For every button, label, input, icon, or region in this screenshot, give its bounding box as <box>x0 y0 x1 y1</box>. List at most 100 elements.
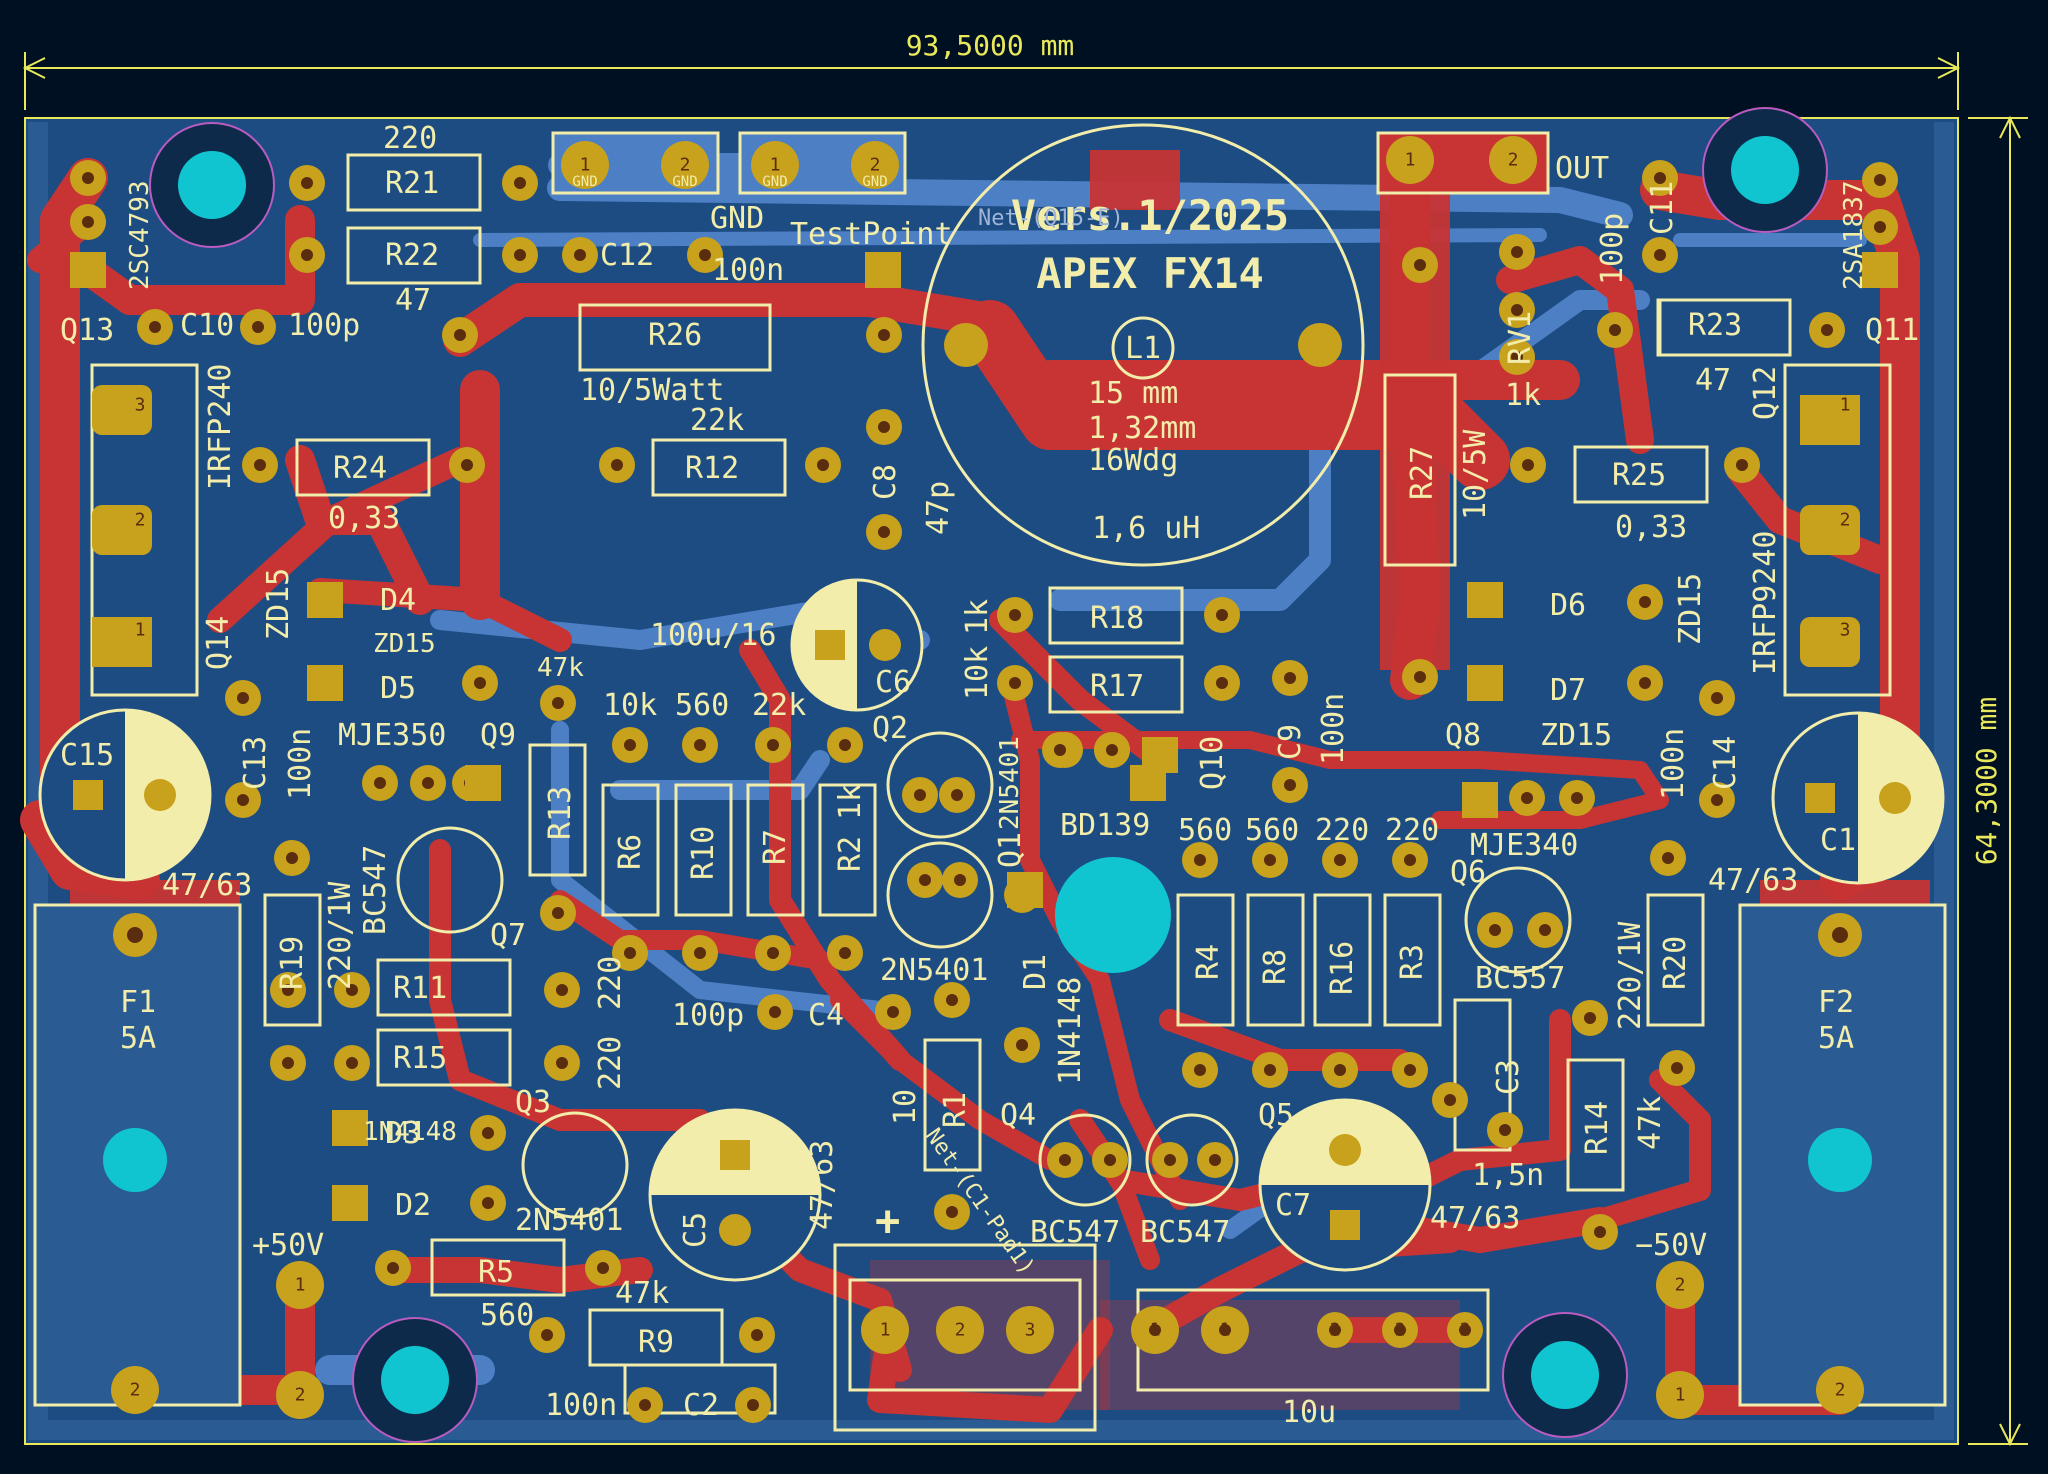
drill-hole <box>552 697 564 709</box>
drill-hole <box>1264 1064 1276 1076</box>
inductor-value: 1,6 uH <box>1092 511 1200 546</box>
svg-text:100p: 100p <box>1595 213 1630 285</box>
svg-text:BC547: BC547 <box>358 845 393 935</box>
pad-square <box>1467 582 1503 618</box>
svg-text:2N5401: 2N5401 <box>995 736 1025 830</box>
drill-hole <box>1194 1064 1206 1076</box>
drill-hole <box>694 739 706 751</box>
drill-hole <box>639 1399 651 1411</box>
svg-text:1: 1 <box>880 1320 891 1341</box>
svg-text:100n: 100n <box>545 1388 617 1423</box>
drill-hole <box>286 852 298 864</box>
drill-hole <box>769 1006 781 1018</box>
drill-hole <box>1609 324 1621 336</box>
pad-large <box>276 1371 324 1419</box>
drill-hole <box>839 739 851 751</box>
drill-hole <box>1489 924 1501 936</box>
pad-square <box>1862 252 1898 288</box>
svg-text:R16: R16 <box>1325 941 1360 995</box>
svg-text:47k: 47k <box>1633 1096 1668 1150</box>
svg-text:10k: 10k <box>960 646 995 700</box>
gnd-label: GND <box>710 201 764 236</box>
svg-text:D7: D7 <box>1550 673 1586 708</box>
drill-hole <box>1414 259 1426 271</box>
svg-text:ZD15: ZD15 <box>1540 718 1612 753</box>
drill-hole <box>1264 854 1276 866</box>
drill-hole <box>1571 792 1583 804</box>
pad-square <box>865 252 901 288</box>
drill-hole <box>1329 1324 1341 1336</box>
drill-hole <box>1511 246 1523 258</box>
svg-text:1: 1 <box>1220 1320 1231 1341</box>
drill-hole <box>1016 1039 1028 1051</box>
drill-hole <box>1054 744 1066 756</box>
svg-text:Q14: Q14 <box>201 616 236 670</box>
drill-hole <box>946 1206 958 1218</box>
svg-text:GND: GND <box>572 174 597 190</box>
svg-text:10u: 10u <box>1282 1395 1336 1430</box>
pad-square <box>307 582 343 618</box>
svg-text:C6: C6 <box>875 665 911 700</box>
svg-text:1: 1 <box>580 155 591 176</box>
svg-text:22k: 22k <box>690 403 744 438</box>
pad-square <box>1467 665 1503 701</box>
pad-large <box>1656 1371 1704 1419</box>
svg-text:1: 1 <box>295 1275 306 1296</box>
drill-hole <box>1414 671 1426 683</box>
pad-large <box>661 141 709 189</box>
drill-hole <box>946 994 958 1006</box>
svg-text:100p: 100p <box>288 308 360 343</box>
svg-text:C11: C11 <box>1645 181 1680 235</box>
svg-text:220: 220 <box>1385 813 1439 848</box>
svg-text:100n: 100n <box>1316 693 1351 765</box>
value-labels: 220 47 100n 100p 10/5Watt 22k 0,33 0,33 … <box>162 121 1798 1430</box>
svg-text:1: 1 <box>770 155 781 176</box>
svg-text:2: 2 <box>1460 1320 1471 1341</box>
svg-text:R27: R27 <box>1405 446 1440 500</box>
svg-text:2: 2 <box>1330 1320 1341 1341</box>
svg-text:R19: R19 <box>275 936 310 990</box>
drill-hole <box>1284 672 1296 684</box>
pad-large <box>751 141 799 189</box>
pad-square <box>1130 765 1166 801</box>
drill-hole <box>1194 854 1206 866</box>
svg-text:560: 560 <box>1245 813 1299 848</box>
svg-text:47p: 47p <box>921 481 956 535</box>
drill-hole <box>301 177 313 189</box>
svg-text:C15: C15 <box>60 738 114 773</box>
inductor-L1 <box>921 123 1365 567</box>
svg-text:100n: 100n <box>712 253 784 288</box>
drill-hole <box>237 692 249 704</box>
svg-text:Q7: Q7 <box>490 918 526 953</box>
svg-text:560: 560 <box>480 1298 534 1333</box>
reference-labels: Q13 Q11 Q14 Q12 2SC4793 2SA1837 IRFP240 … <box>60 166 1919 1423</box>
svg-text:100u/16: 100u/16 <box>650 618 776 653</box>
svg-text:2: 2 <box>680 155 691 176</box>
svg-text:Q11: Q11 <box>1865 313 1919 348</box>
svg-text:220: 220 <box>593 1036 628 1090</box>
svg-text:2: 2 <box>130 1380 141 1401</box>
pad-square <box>332 1185 368 1221</box>
drill-hole <box>767 739 779 751</box>
drill-hole <box>1821 324 1833 336</box>
svg-text:2: 2 <box>1675 1275 1686 1296</box>
drill-hole <box>878 421 890 433</box>
drill-hole <box>387 1262 399 1274</box>
testpoint-label: TestPoint <box>790 217 953 252</box>
pad-large <box>276 1261 324 1309</box>
svg-text:47/63: 47/63 <box>805 1140 840 1230</box>
pad-square <box>332 1110 368 1146</box>
svg-text:IRFP9240: IRFP9240 <box>1748 531 1783 676</box>
svg-text:BC547: BC547 <box>1030 1215 1120 1250</box>
svg-text:100p: 100p <box>672 998 744 1033</box>
svg-text:Q8: Q8 <box>1445 718 1481 753</box>
svg-text:2N5401: 2N5401 <box>515 1203 623 1238</box>
svg-text:C14: C14 <box>1708 736 1743 790</box>
drill-hole <box>751 1329 763 1341</box>
mounting-holes <box>149 107 1828 1443</box>
svg-text:1N4148: 1N4148 <box>1053 977 1088 1085</box>
pad-large <box>561 141 609 189</box>
pad-square <box>70 252 106 288</box>
svg-text:1: 1 <box>135 620 146 641</box>
drill-hole <box>1209 1154 1221 1166</box>
